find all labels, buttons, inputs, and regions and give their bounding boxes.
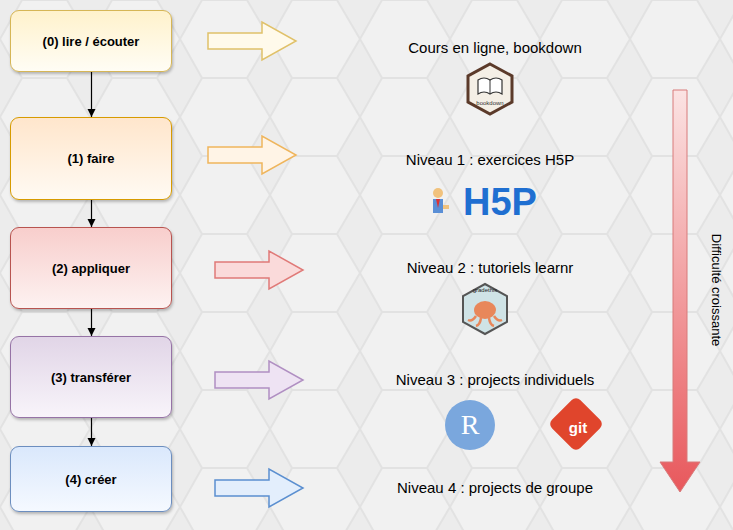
flow-arrow xyxy=(91,72,92,117)
flow-arrow xyxy=(91,418,92,446)
octopus xyxy=(474,301,496,319)
resource-text: Niveau 3 : projects individuels xyxy=(396,372,594,389)
r-logo xyxy=(445,400,495,450)
gradethis-logo xyxy=(463,284,507,334)
difficulty-arrow xyxy=(660,90,700,492)
logo-text: gradethis xyxy=(473,287,498,294)
logo-text: bookdown xyxy=(476,100,503,107)
resource-text: Niveau 1 : exercices H5P xyxy=(406,152,574,169)
process-box: (1) faire xyxy=(10,117,172,200)
resource-text: Niveau 4 : projects de groupe xyxy=(397,480,593,497)
git-logo xyxy=(548,396,605,453)
box-label: (4) créer xyxy=(57,472,124,487)
process-box: (3) transférer xyxy=(10,336,172,418)
logo-text: git xyxy=(569,420,587,437)
flow-arrow xyxy=(91,309,92,336)
axis-label: Difficulté croissante xyxy=(709,234,723,346)
block-arrow xyxy=(208,136,296,174)
process-box: (0) lire / écouter xyxy=(10,10,172,72)
book-icon xyxy=(478,78,502,94)
h5p-person xyxy=(433,188,449,213)
block-arrow xyxy=(215,361,303,399)
box-label: (3) transférer xyxy=(43,370,139,385)
resource-text: Cours en ligne, bookdown xyxy=(408,40,581,57)
block-arrow xyxy=(215,251,303,289)
flow-arrow xyxy=(91,200,92,227)
box-label: (1) faire xyxy=(60,151,123,166)
box-label: (2) appliquer xyxy=(44,261,138,276)
block-arrow xyxy=(208,22,296,60)
resource-text: Niveau 2 : tutoriels learnr xyxy=(407,260,574,277)
bookdown-logo xyxy=(468,64,512,114)
logo-text: H5P xyxy=(463,182,537,224)
box-label: (0) lire / écouter xyxy=(35,34,148,49)
logo-text: R xyxy=(461,410,480,441)
process-box: (2) appliquer xyxy=(10,227,172,309)
process-box: (4) créer xyxy=(10,446,172,512)
block-arrow xyxy=(215,469,303,507)
